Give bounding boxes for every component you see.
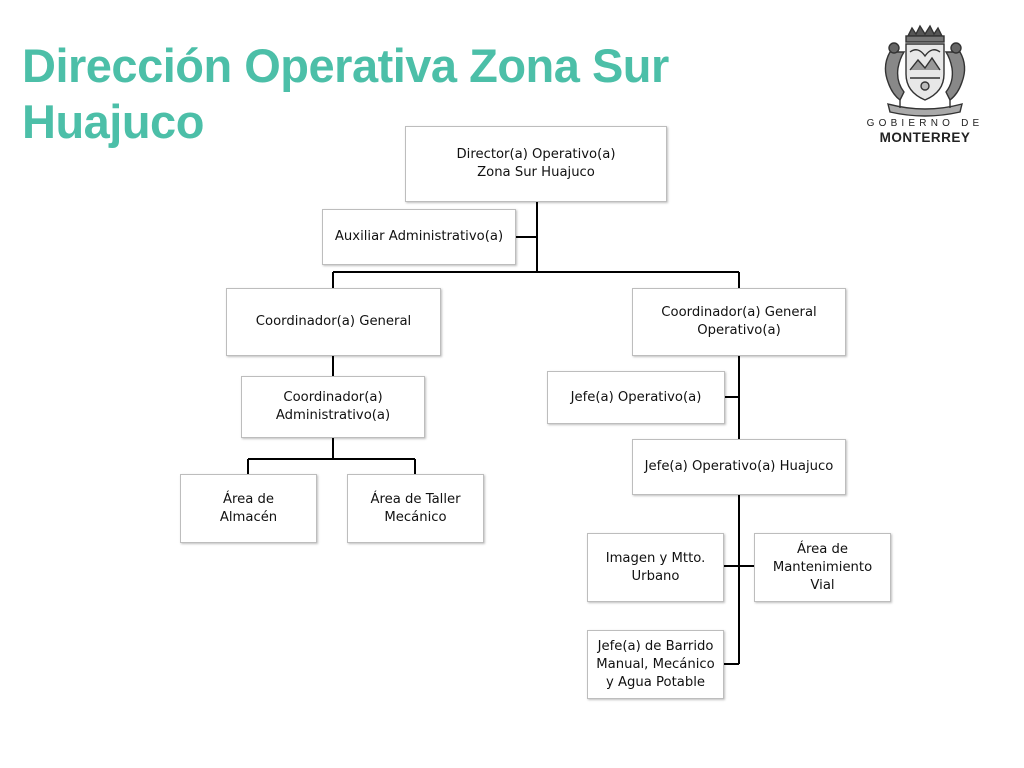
org-box-coordinador-administrativo-label: Coordinador(a) Administrativo(a) <box>275 390 391 423</box>
org-box-imagen-mtto-label: Imagen y Mtto. Urbano <box>605 550 706 584</box>
org-box-area-almacen: Área de Almacén <box>180 474 317 543</box>
title-line-1: Dirección Operativa Zona Sur <box>22 39 669 92</box>
org-box-jefe-barrido: Jefe(a) de Barrido Manual, Mecánico y Ag… <box>587 630 724 699</box>
org-box-coordinador-general-label: Coordinador(a) General <box>255 314 412 329</box>
org-box-coordinador-general-operativo-label: Coordinador(a) General Operativo(a) <box>661 305 817 338</box>
org-box-jefe-operativo: Jefe(a) Operativo(a) <box>547 371 725 424</box>
gobierno-monterrey-logo: GOBIERNO DE MONTERREY <box>860 22 990 152</box>
org-box-imagen-mtto-urbano: Imagen y Mtto. Urbano <box>587 533 724 602</box>
page-title: Dirección Operativa Zona Sur Huajuco <box>22 38 702 150</box>
org-box-area-mantenimiento-vial: Área de Mantenimiento Vial <box>754 533 891 602</box>
org-box-director: Director(a) Operativo(a) Zona Sur Huajuc… <box>405 126 667 202</box>
org-box-area-taller-label: Área de Taller Mecánico <box>370 491 461 525</box>
org-box-coordinador-administrativo: Coordinador(a) Administrativo(a) <box>241 376 425 438</box>
org-box-area-taller-mecanico: Área de Taller Mecánico <box>347 474 484 543</box>
org-box-jefe-barrido-label: Jefe(a) de Barrido Manual, Mecánico y Ag… <box>596 638 715 690</box>
org-box-jefe-operativo-label: Jefe(a) Operativo(a) <box>570 389 702 405</box>
logo-text-gobierno: GOBIERNO DE <box>866 118 984 129</box>
logo-text-monterrey: MONTERREY <box>879 130 971 145</box>
title-line-2: Huajuco <box>22 95 204 148</box>
org-box-area-mantenimiento-vial-label: Área de Mantenimiento Vial <box>772 541 873 593</box>
org-box-auxiliar-label: Auxiliar Administrativo(a) <box>334 229 504 244</box>
org-box-coordinador-general-operativo: Coordinador(a) General Operativo(a) <box>632 288 846 356</box>
org-box-coordinador-general: Coordinador(a) General <box>226 288 441 356</box>
org-box-auxiliar-administrativo: Auxiliar Administrativo(a) <box>322 209 516 265</box>
org-box-director-label: Director(a) Operativo(a) Zona Sur Huajuc… <box>456 147 616 180</box>
coat-of-arms-icon <box>884 24 966 117</box>
org-box-jefe-operativo-huajuco: Jefe(a) Operativo(a) Huajuco <box>632 439 846 495</box>
org-box-jefe-operativo-huajuco-label: Jefe(a) Operativo(a) Huajuco <box>644 459 834 474</box>
org-box-area-almacen-label: Área de Almacén <box>219 491 278 525</box>
